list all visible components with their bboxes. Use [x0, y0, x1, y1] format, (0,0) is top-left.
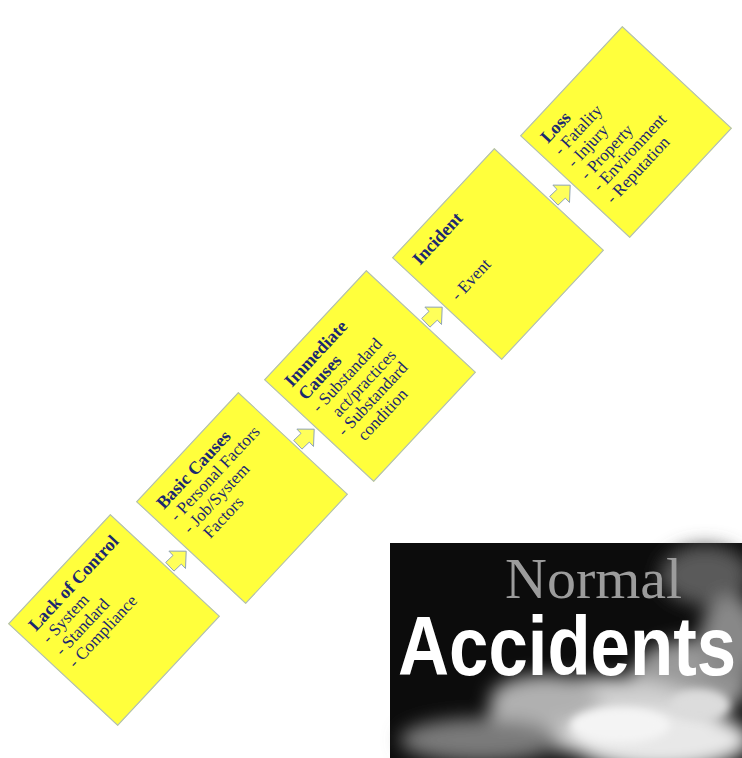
cover-title-word: Accidents — [398, 604, 736, 688]
smoke-highlight — [570, 689, 730, 743]
box-heading: Incident — [409, 164, 509, 269]
cover-title-word: Normal — [505, 550, 682, 608]
